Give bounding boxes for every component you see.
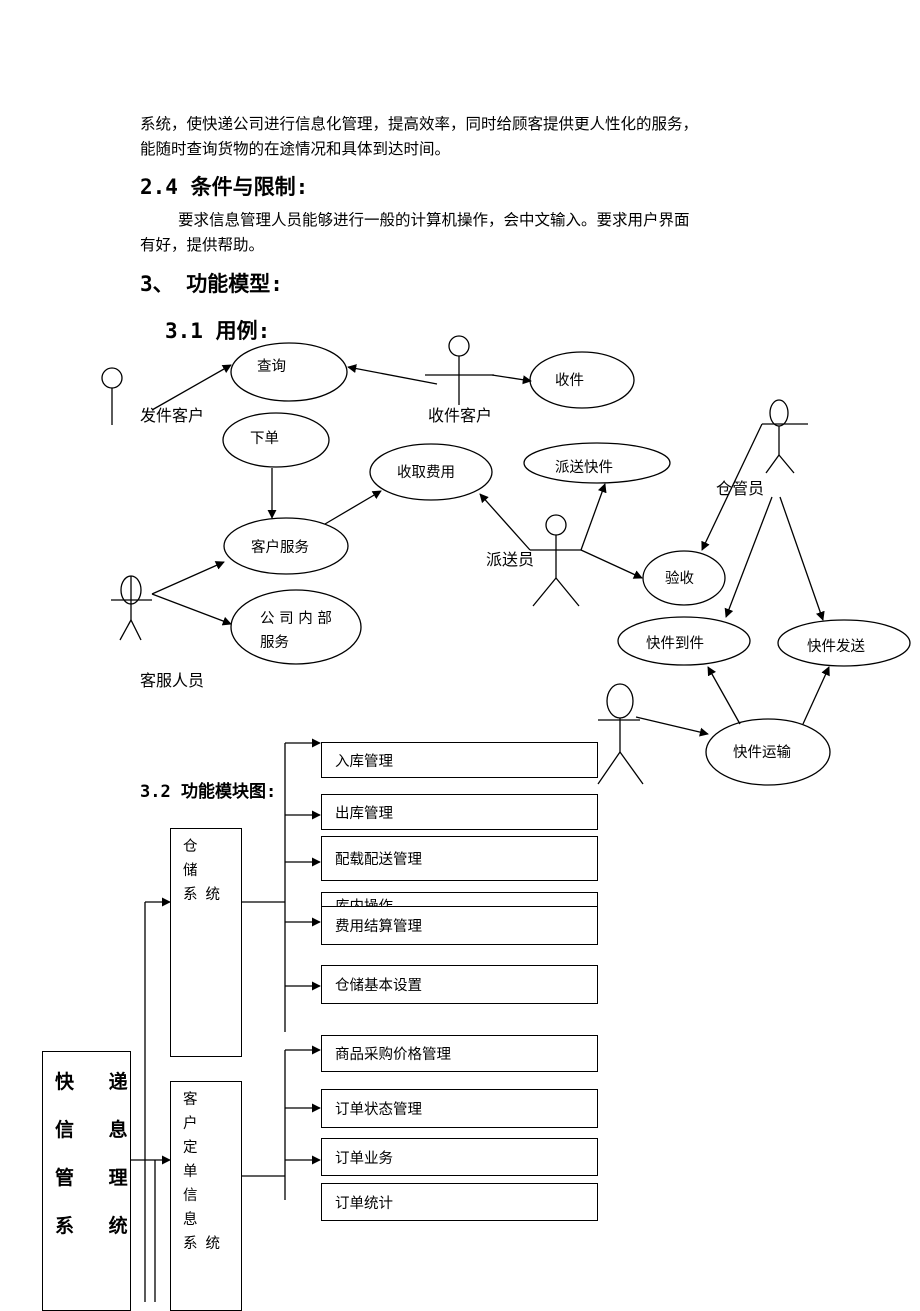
section-3-1-heading: 3.1 用例: [165,319,271,343]
module-price: 商品采购价格管理 [321,1035,598,1072]
inspect-ellipse [642,550,726,606]
constraint-line-1: 要求信息管理人员能够进行一般的计算机操作，会中文输入。要求用户界面 [178,211,690,229]
collect-fee-ellipse [369,443,493,501]
module-loading: 配载配送管理 [321,836,598,881]
intro-line-1: 系统，使快递公司进行信息化管理，提高效率，同时给顾客提供更人性化的服务， [140,115,699,133]
arrival-ellipse [617,616,751,666]
use-case-arrival: 快件到件 [646,636,704,652]
section-3-heading: 3、 功能模型: [140,272,283,296]
receiver-actor [425,335,494,405]
use-case-collect-fee: 收取费用 [397,465,455,481]
actor-warehouse-keeper-label: 仓管员 [716,479,765,498]
storage-system-box: 仓 储 系统 [170,828,242,1057]
main-system-title-line2: 信 息 [55,1119,142,1141]
constraint-line-2: 有好，提供帮助。 [140,236,265,254]
main-system-title-line4: 系 统 [55,1215,142,1237]
transporter-actor [597,683,644,785]
actor-service-staff-label: 客服人员 [140,671,205,690]
use-case-customer-service: 客户服务 [251,540,309,556]
use-case-query: 查询 [257,359,286,375]
module-outbound: 出库管理 [321,794,598,830]
module-inbound: 入库管理 [321,742,598,778]
module-settlement: 费用结算管理 [321,906,598,945]
order-system-box: 客 户 定 单 信 息 系统 [170,1081,242,1311]
section-3-2-heading: 3.2 功能模块图: [140,782,277,802]
sender-actor [101,367,123,425]
actor-deliverer-label: 派送员 [486,550,535,569]
service-staff-actor [111,575,152,641]
internal-service-ellipse [230,589,362,665]
send-ellipse [777,619,911,667]
actor-receiver-label: 收件客户 [428,406,493,425]
use-case-transport: 快件运输 [733,745,791,761]
order-ellipse [222,412,330,468]
section-2-4-heading: 2.4 条件与限制: [140,175,309,199]
transport-ellipse [705,718,831,786]
deliverer-actor [530,514,581,607]
use-case-order: 下单 [250,431,279,447]
module-basic-settings: 仓储基本设置 [321,965,598,1004]
module-status: 订单状态管理 [321,1089,598,1128]
actor-sender-label: 发件客户 [140,406,205,425]
main-system-title-line1: 快 递 [55,1071,142,1093]
use-case-send: 快件发送 [807,639,865,655]
use-case-internal-service-line1: 公 司 内 部 [260,611,332,627]
use-case-internal-service-line2: 服务 [260,635,289,651]
main-system-title-line3: 管 理 [55,1167,142,1189]
use-case-receive: 收件 [555,373,584,389]
customer-service-ellipse [223,517,349,575]
module-statistics: 订单统计 [321,1183,598,1221]
intro-line-2: 能随时查询货物的在途情况和具体到达时间。 [140,140,451,158]
use-case-inspect: 验收 [665,571,694,587]
warehouse-keeper-actor [762,399,808,474]
use-case-dispatch: 派送快件 [555,460,613,476]
dispatch-ellipse [523,442,671,484]
module-business: 订单业务 [321,1138,598,1176]
